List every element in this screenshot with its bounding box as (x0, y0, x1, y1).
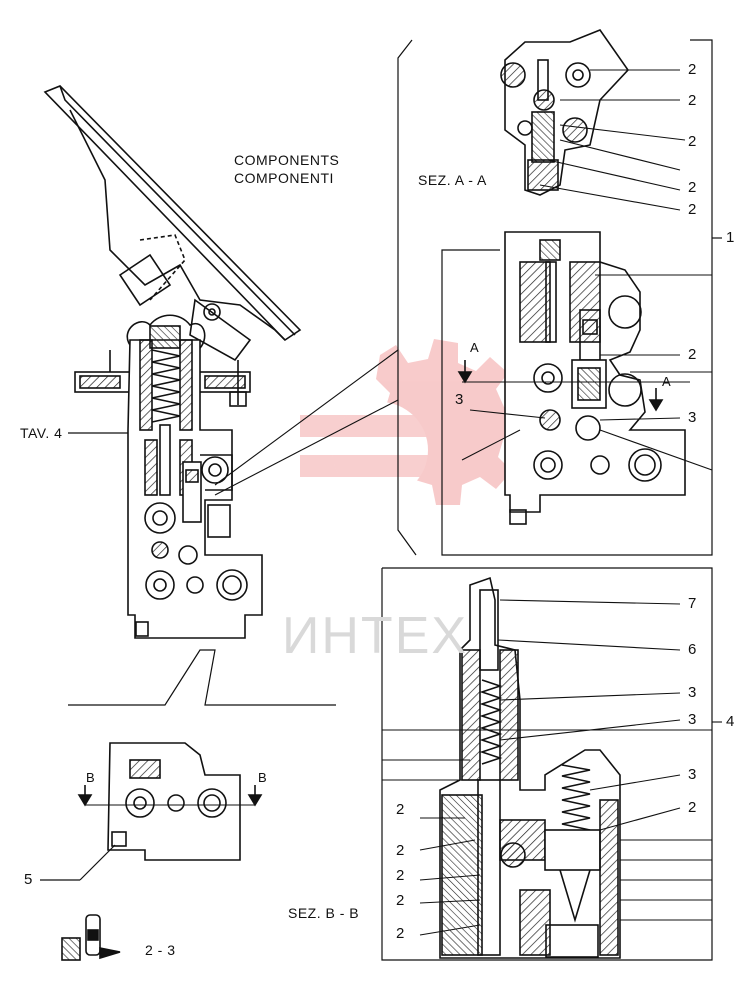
callout-aa-4: 2 (688, 179, 697, 196)
callout-upper-3-right: 3 (688, 409, 697, 426)
callout-bb-2-left-2: 2 (396, 842, 405, 859)
callout-detail-5: 5 (24, 871, 33, 888)
callout-bb-6: 6 (688, 641, 697, 658)
callout-bb-4: 4 (726, 713, 735, 730)
callout-upper-2: 2 (688, 346, 697, 363)
section-marker-b-right: B (258, 770, 267, 785)
callout-bb-2-left-1: 2 (396, 801, 405, 818)
watermark-text: ИНТЕХ (282, 607, 469, 665)
callout-bb-2-left-3: 2 (396, 867, 405, 884)
callout-bb-2-left-5: 2 (396, 925, 405, 942)
callout-bb-2-left-4: 2 (396, 892, 405, 909)
section-marker-a-top: A (470, 340, 479, 355)
callout-aa-5: 2 (688, 201, 697, 218)
callout-bb-2-right: 2 (688, 799, 697, 816)
section-marker-b-left: B (86, 770, 95, 785)
callout-aa-2: 2 (688, 92, 697, 109)
callout-bb-3a: 3 (688, 684, 697, 701)
callout-aa-3: 2 (688, 133, 697, 150)
components-heading-it: COMPONENTI (234, 170, 334, 186)
section-bb-label: SEZ. B - B (288, 905, 360, 921)
callout-bb-3b: 3 (688, 711, 697, 728)
pedal-valve-main-view (43, 85, 399, 639)
section-bb-reference-view (40, 649, 336, 961)
callout-aa-1: 2 (688, 61, 697, 78)
callout-bb-7: 7 (688, 595, 697, 612)
callout-bb-3c: 3 (688, 766, 697, 783)
section-aa-view (397, 29, 722, 556)
components-heading-en: COMPONENTS (234, 152, 340, 168)
section-marker-a-right: A (662, 374, 671, 389)
upper-detail-view (457, 231, 713, 525)
tool-reference-icon (61, 914, 121, 961)
callout-assembly-1: 1 (726, 229, 735, 246)
tool-reference-label: 2 - 3 (145, 942, 176, 958)
section-aa-label: SEZ. A - A (418, 172, 487, 188)
watermark-gear-icon (300, 339, 524, 505)
table-reference-label: TAV. 4 (20, 425, 63, 441)
callout-upper-3-left: 3 (455, 391, 464, 408)
section-bb-view (381, 567, 722, 961)
